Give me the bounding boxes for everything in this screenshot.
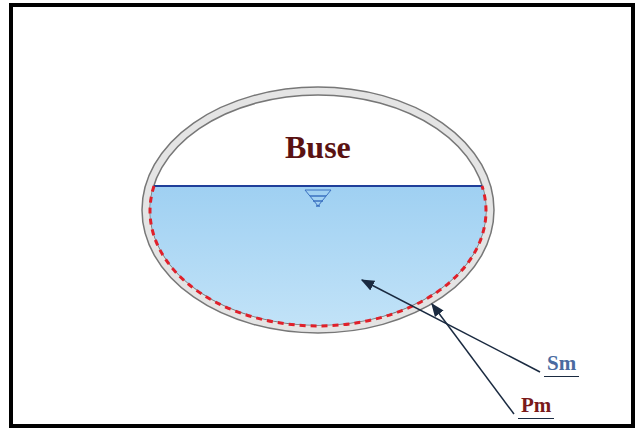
- pipe-name: Buse: [285, 130, 351, 165]
- frame: [11, 5, 633, 426]
- leader-line: [432, 304, 514, 414]
- leader-line: [362, 280, 540, 372]
- water: [140, 186, 500, 336]
- wetted-perimeter: [150, 186, 486, 326]
- perimeter-label: Pm: [518, 394, 554, 419]
- water-surface: [154, 185, 482, 187]
- area-label: Sm: [544, 352, 579, 377]
- water-level-symbol: [305, 190, 331, 206]
